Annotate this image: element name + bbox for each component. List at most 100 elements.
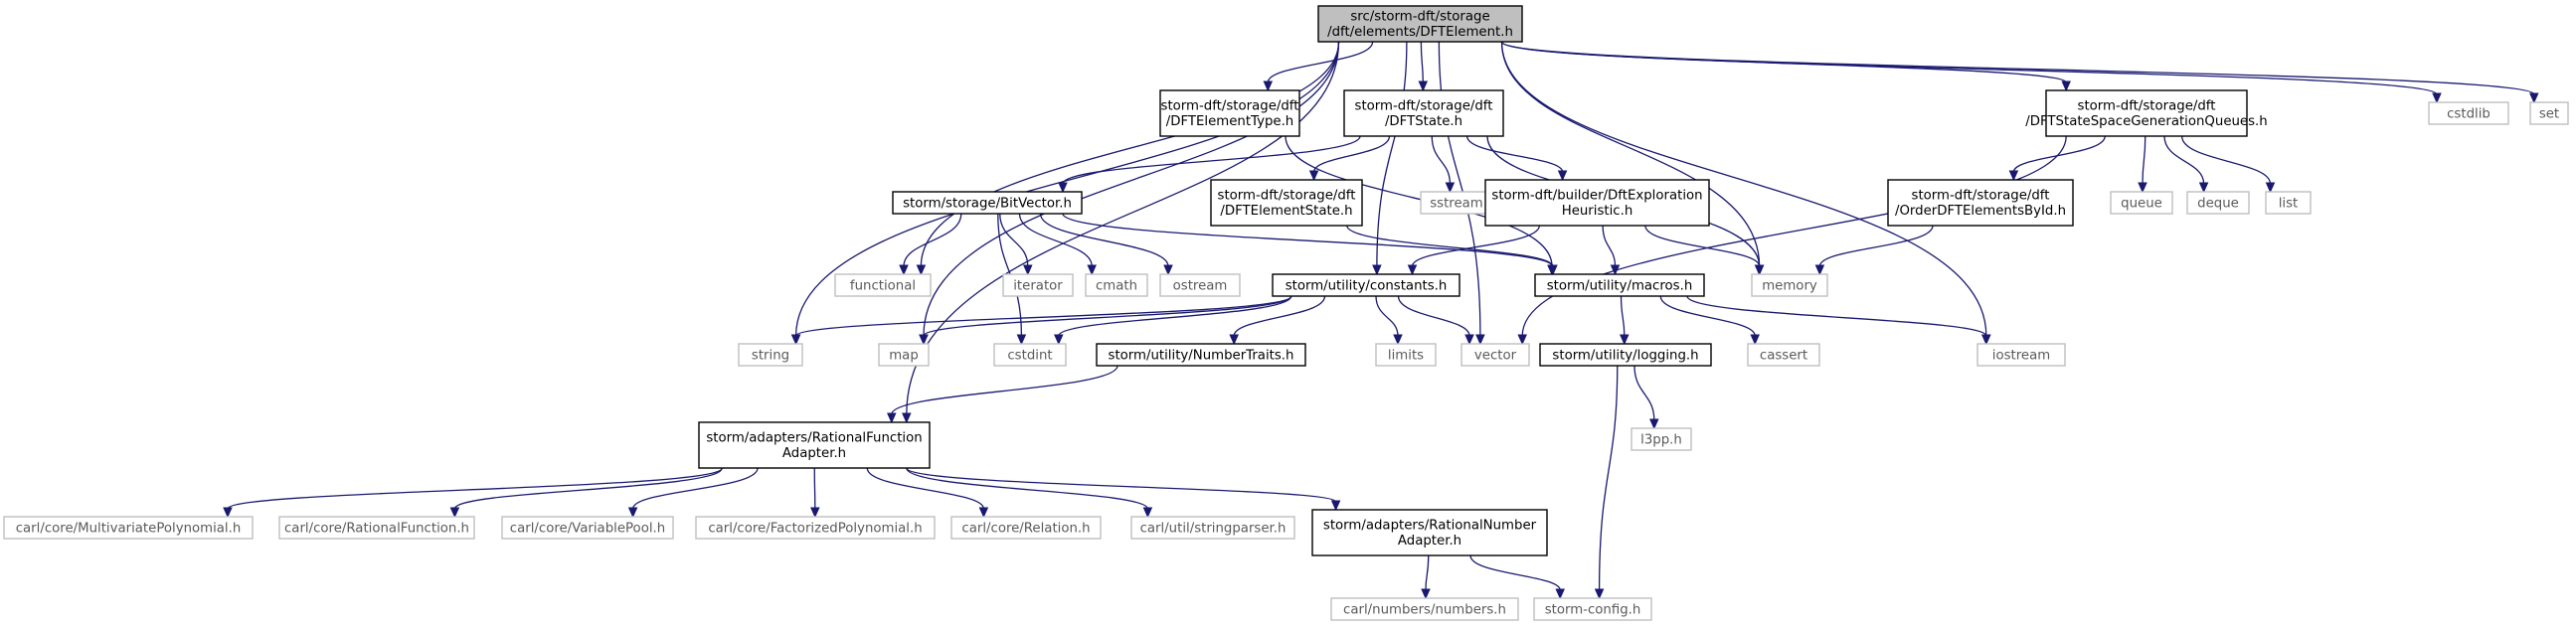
edge-heuristic-to-memory [1644,225,1765,276]
node-elementtype[interactable]: storm-dft/storage/dft/DFTElementType.h [1159,89,1300,137]
node-multivar[interactable]: carl/core/MultivariatePolynomial.h [3,516,254,540]
edge-line [2163,135,2205,185]
node-stormconfig[interactable]: storm-config.h [1533,597,1652,621]
edge-line [631,467,759,510]
node-box [1747,343,1820,367]
node-label: iostream [1992,348,2050,363]
edge-line [1465,135,1564,173]
node-cstdint[interactable]: cstdint [993,343,1067,367]
node-map[interactable]: map [878,343,930,367]
edge-numbertraits-to-rfadapter [887,365,1118,424]
node-ratfunc[interactable]: carl/core/RationalFunction.h [278,516,475,540]
node-dftstate[interactable]: storm-dft/storage/dft/DFTState.h [1343,89,1504,137]
node-label: cstdlib [2447,106,2490,121]
node-memory[interactable]: memory [1751,273,1828,297]
node-ostream[interactable]: ostream [1159,273,1241,297]
node-queues[interactable]: storm-dft/storage/dft/DFTStateSpaceGener… [2025,89,2268,137]
node-list[interactable]: list [2265,191,2312,215]
node-numbertraits[interactable]: storm/utility/NumberTraits.h [1096,343,1306,367]
edge-arrowhead [2198,182,2209,194]
edge-arrowhead [1016,334,1027,346]
node-box [698,421,931,469]
node-box [2186,191,2250,215]
edge-root-to-set [1500,41,2539,104]
edge-line [794,295,1292,337]
edge-arrowhead [919,334,929,346]
node-logging[interactable]: storm/utility/logging.h [1539,343,1712,367]
node-functional[interactable]: functional [834,273,932,297]
node-deque[interactable]: deque [2186,191,2250,215]
edge-line [1469,554,1561,591]
node-orderbyid[interactable]: storm-dft/storage/dft/OrderDFTElementsBy… [1887,179,2074,227]
edge-arrowhead [2061,80,2071,92]
node-box [1976,343,2066,367]
edge-dftstate-to-sstream [1431,135,1456,194]
edge-macros-to-cassert [1659,295,1760,346]
edge-line [2142,135,2147,185]
node-heuristic[interactable]: storm-dft/builder/DftExplorationHeuristi… [1484,179,1710,227]
edge-line [1420,41,1424,83]
edge-arrowhead [1163,264,1173,276]
node-numbers[interactable]: carl/numbers/numbers.h [1330,597,1519,621]
edge-line [1375,295,1399,337]
edge-dftstate-to-heuristic [1465,135,1568,182]
node-cmath[interactable]: cmath [1085,273,1148,297]
edge-line [1500,41,1761,267]
node-sstream[interactable]: sstream [1420,191,1493,215]
node-iterator[interactable]: iterator [1002,273,1074,297]
edge-arrowhead [449,507,460,519]
edge-arrowhead [810,507,820,519]
edge-rfadapter-to-relation [866,467,989,519]
edge-arrowhead [1981,334,1991,346]
edge-line [1686,295,1987,337]
node-bitvector[interactable]: storm/storage/BitVector.h [892,191,1083,215]
node-label: Adapter.h [1398,534,1461,549]
node-box [1272,273,1460,297]
node-iostream[interactable]: iostream [1976,343,2066,367]
edge-line [1500,41,1987,337]
node-queue[interactable]: queue [2110,191,2173,215]
node-relation[interactable]: carl/core/Relation.h [950,516,1102,540]
node-stringparser[interactable]: carl/util/stringparser.h [1130,516,1295,540]
node-box [1002,273,1074,297]
node-varpool[interactable]: carl/core/VariablePool.h [501,516,674,540]
node-box [1375,343,1437,367]
node-elementstate[interactable]: storm-dft/storage/dft/DFTElementState.h [1210,179,1363,227]
edge-line [1438,41,1481,337]
node-box [2110,191,2173,215]
node-limits[interactable]: limits [1375,343,1437,367]
node-factpoly[interactable]: carl/core/FactorizedPolynomial.h [695,516,936,540]
node-box [950,516,1102,540]
node-label: carl/numbers/numbers.h [1343,602,1506,617]
node-constants[interactable]: storm/utility/constants.h [1272,273,1460,297]
edge-line [1425,554,1430,591]
node-vector[interactable]: vector [1460,343,1530,367]
node-label: /DFTState.h [1385,114,1462,129]
node-set[interactable]: set [2529,101,2569,125]
edge-constants-to-limits [1375,295,1403,346]
edge-arrowhead [223,507,233,519]
node-macros[interactable]: storm/utility/macros.h [1534,273,1705,297]
edge-arrowhead [2432,92,2442,104]
edge-line [1659,295,1756,337]
node-cassert[interactable]: cassert [1747,343,1820,367]
edge-arrowhead [1594,588,1605,600]
node-label: storm/storage/BitVector.h [903,196,1072,211]
node-label: memory [1762,278,1817,293]
node-l3pp[interactable]: l3pp.h [1631,427,1692,451]
node-label: sstream [1430,196,1483,211]
node-cstdlib[interactable]: cstdlib [2428,101,2509,125]
node-box [1085,273,1148,297]
edge-queues-to-queue [2138,135,2147,194]
node-label: storm/utility/macros.h [1547,278,1693,293]
edge-queues-to-orderbyid [2008,135,2106,182]
node-root[interactable]: src/storm-dft/storage/dft/elements/DFTEl… [1317,5,1523,43]
node-string[interactable]: string [738,343,803,367]
node-label: queue [2121,196,2162,211]
node-box [501,516,674,540]
node-label: storm/utility/logging.h [1552,348,1698,363]
edge-dftstate-to-bitvector [1058,135,1361,194]
edge-line [813,467,816,510]
